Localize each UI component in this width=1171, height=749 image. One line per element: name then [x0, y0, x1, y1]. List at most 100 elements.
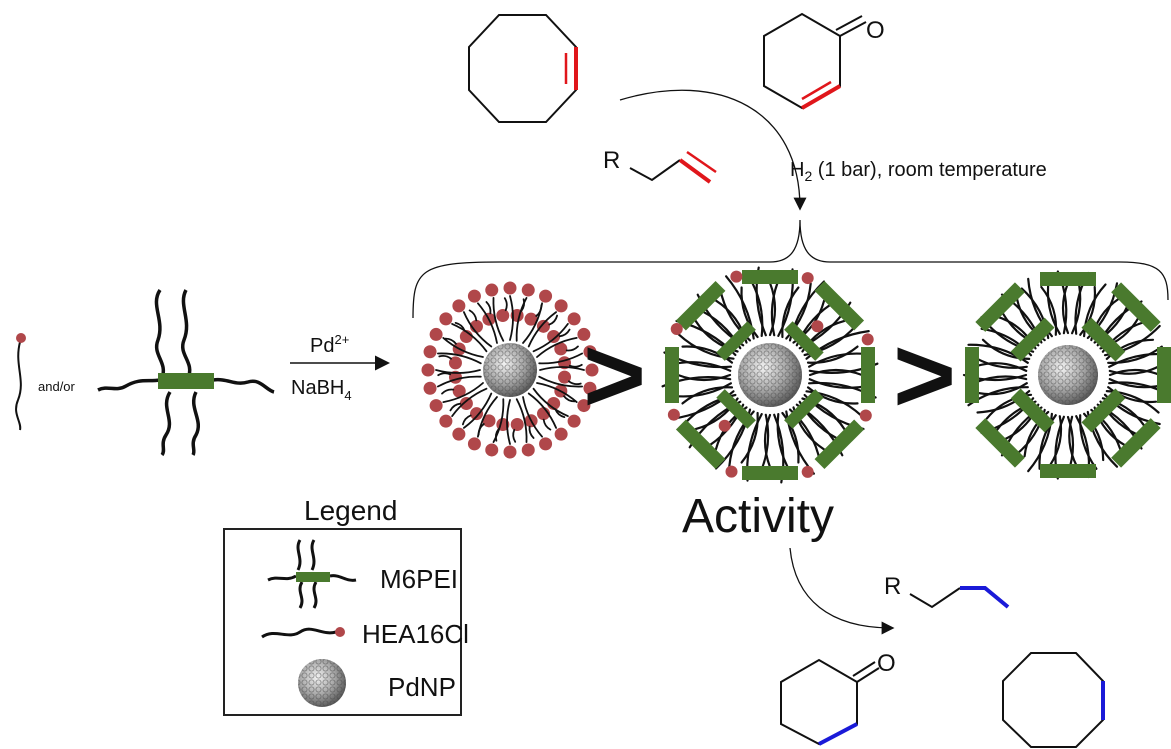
surfactant-head-inner — [536, 319, 550, 333]
grouping-bracket — [412, 219, 1169, 319]
surfactant-tail — [438, 354, 452, 360]
m6pei-spacer — [975, 418, 1025, 468]
surfactant-head-outer — [467, 437, 481, 451]
surfactant-tail — [806, 386, 859, 405]
surfactant-head-outer — [554, 427, 568, 441]
surfactant-tail — [506, 399, 511, 445]
surfactant-head-inner — [496, 308, 510, 322]
m6pei-spacer-inner — [784, 389, 824, 429]
activity-label: Activity — [682, 490, 834, 543]
surfactant-tail — [681, 386, 734, 405]
surfactant-tail — [539, 366, 585, 371]
surfactant-tail — [548, 314, 558, 326]
m6pei-spacer — [814, 280, 865, 331]
surfactant-head-inner — [482, 414, 496, 428]
reagent-nabh4-label: NaBH4 — [291, 377, 352, 403]
surfactant-tail — [509, 295, 514, 341]
surfactant-head-outer — [429, 399, 443, 413]
surfactant-head — [811, 320, 824, 333]
legend-box — [223, 528, 462, 716]
surfactant-tail — [451, 387, 488, 417]
surfactant-tail — [1108, 364, 1161, 375]
surfactant-tail — [676, 373, 732, 382]
surfactant-tail — [681, 345, 734, 364]
surfactant-head-outer — [583, 381, 597, 395]
alkane-product — [909, 586, 1010, 609]
surfactant-tail — [1083, 283, 1107, 338]
m6pei-spacer — [665, 347, 679, 403]
surfactant-head-outer — [485, 443, 499, 457]
surfactant-tail — [538, 352, 583, 365]
legend-label-pdnp: PdNP — [388, 672, 456, 702]
pd-nanoparticle-texture — [738, 343, 802, 407]
surfactant-tail — [981, 338, 1031, 360]
surfactant-head-outer — [423, 381, 437, 395]
surfactant-tail — [1049, 415, 1063, 467]
surfactant-tail — [477, 302, 498, 344]
surfactant-tail — [538, 375, 583, 388]
surfactant-head — [859, 409, 872, 422]
surfactant-tail — [532, 387, 569, 417]
m6pei-spacer — [975, 282, 1025, 332]
surfactant-head-outer — [452, 299, 466, 313]
legend-label-hea16cl: HEA16Cl — [362, 619, 469, 649]
surfactant-head-outer — [429, 327, 443, 341]
surfactant-tail — [532, 323, 569, 353]
m6pei-spacer — [814, 419, 865, 470]
surfactant-head-inner — [547, 329, 561, 343]
surfactant-head-inner — [510, 418, 524, 432]
surfactant-head-outer — [567, 414, 581, 428]
surfactant-head-inner — [470, 407, 484, 421]
surfactant-tail — [527, 311, 557, 348]
surfactant-tail — [444, 337, 457, 345]
terminal-alkene-reactant — [629, 150, 717, 184]
surfactant-tail — [485, 301, 492, 315]
surfactant-head-outer — [577, 327, 591, 341]
m6pei-spacer — [742, 270, 798, 284]
surfactant-tail — [492, 398, 505, 443]
surfactant-tail — [463, 392, 493, 429]
surfactant-tail — [441, 388, 455, 395]
surfactant-tail — [740, 411, 759, 464]
surfactant-head-outer — [439, 414, 453, 428]
surfactant-tail — [677, 333, 735, 360]
oxygen-label-bottom: O — [877, 650, 896, 677]
ammonium-surfactant-icon — [15, 333, 26, 431]
pd-nanoparticle-texture — [1038, 345, 1098, 405]
m6pei-spacer — [1111, 418, 1161, 468]
surfactant-tail — [975, 362, 1028, 372]
surfactant-tail — [435, 369, 481, 374]
cyclohexenone-reactant — [763, 12, 867, 110]
surfactant-head-outer — [521, 283, 535, 297]
surfactant-tail — [740, 286, 759, 339]
surfactant-tail — [808, 368, 864, 377]
surfactant-head-outer — [503, 445, 517, 459]
reaction-arrow-bottom — [789, 547, 895, 635]
surfactant-tail — [528, 425, 535, 439]
mixed-stabilized-nanoparticle — [661, 266, 879, 484]
r-group-label-bottom: R — [884, 573, 901, 600]
surfactant-head — [801, 272, 814, 285]
surfactant-head-outer — [485, 283, 499, 297]
surfactant-tail — [437, 375, 482, 388]
surfactant-tail — [1068, 415, 1079, 468]
surfactant-tail — [442, 337, 484, 358]
greater-than-symbol-1: > — [583, 314, 646, 435]
surfactant-head-outer — [539, 289, 553, 303]
m6pei-spacer-inner — [1010, 317, 1055, 362]
surfactant-head — [730, 270, 743, 283]
cyclohexanone-product — [780, 658, 880, 746]
surfactant-tail — [492, 297, 505, 342]
surfactant-head-outer — [567, 312, 581, 326]
m6pei-spacer — [1157, 347, 1171, 403]
surfactant-head — [670, 322, 683, 335]
surfactant-tail — [477, 396, 498, 438]
surfactant-tail — [1038, 414, 1057, 470]
m6pei-stabilized-nanoparticle — [962, 270, 1171, 480]
surfactant-tail — [503, 297, 508, 312]
surfactant-tail — [522, 396, 543, 438]
surfactant-head-outer — [423, 345, 437, 359]
legend-label-m6pei: M6PEI — [380, 564, 458, 594]
surfactant-head-outer — [583, 345, 597, 359]
